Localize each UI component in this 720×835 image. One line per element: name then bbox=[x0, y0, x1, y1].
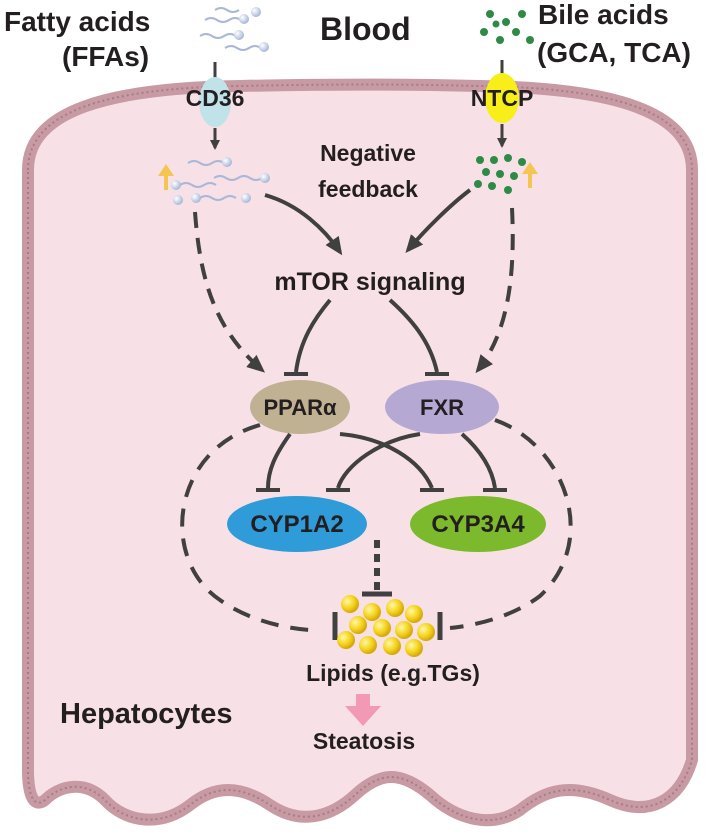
fxr-label: FXR bbox=[420, 395, 464, 420]
cyp3a4-label: CYP3A4 bbox=[431, 511, 525, 538]
steatosis-arrow bbox=[345, 694, 381, 726]
dashed-feedback-loop-right bbox=[449, 418, 573, 630]
negative-feedback-label-line2: feedback bbox=[318, 176, 418, 202]
steatosis-label: Steatosis bbox=[313, 728, 415, 754]
mtor-signaling-label: mTOR signaling bbox=[274, 268, 465, 296]
dashed-feedback-loop-left bbox=[180, 423, 311, 632]
cyp1a2-node bbox=[227, 496, 367, 552]
mtor-inhibits-ppara bbox=[294, 298, 332, 373]
cyp1a2-label: CYP1A2 bbox=[250, 511, 343, 538]
fxr-node bbox=[385, 380, 499, 434]
bile-acid-increase-arrow bbox=[522, 162, 538, 188]
bile-to-mtor-arrow bbox=[405, 188, 472, 254]
fatty-acids-label-line1: Fatty acids bbox=[4, 6, 150, 37]
cyp3a4-node bbox=[410, 496, 546, 552]
lipid-droplets bbox=[337, 595, 435, 657]
ffa-molecules-blood bbox=[199, 7, 269, 52]
ffa-to-ppara-dashed-arrow bbox=[193, 211, 266, 373]
bile-to-fxr-dashed-arrow bbox=[475, 207, 515, 374]
ffa-increase-arrow bbox=[158, 164, 174, 190]
negative-feedback-label-line1: Negative bbox=[320, 140, 416, 166]
cd36-transporter bbox=[199, 77, 231, 127]
mtor-inhibits-fxr bbox=[388, 298, 439, 373]
hepatocyte-membrane-inner bbox=[27, 83, 693, 822]
bile-acids-label-line1: Bile acids bbox=[538, 0, 669, 30]
lipids-label: Lipids (e.g.TGs) bbox=[306, 660, 480, 686]
ppara-node bbox=[250, 380, 350, 434]
bile-acids-label-line2: (GCA, TCA) bbox=[537, 37, 691, 68]
ppara-inhibits-cyp3a4 bbox=[339, 432, 434, 489]
ppara-inhibits-cyp1a2 bbox=[266, 432, 292, 489]
fxr-inhibits-cyp1a2 bbox=[336, 432, 421, 489]
ntcp-transporter bbox=[485, 73, 519, 123]
cd36-label: CD36 bbox=[186, 85, 245, 111]
ffa-molecules-cell bbox=[171, 157, 270, 205]
ffa-to-mtor-arrow bbox=[264, 193, 343, 256]
hepatocytes-label: Hepatocytes bbox=[60, 698, 232, 730]
bile-acid-dots-blood bbox=[480, 10, 534, 44]
ppara-label: PPARα bbox=[263, 395, 336, 420]
blood-label: Blood bbox=[320, 11, 411, 47]
ntcp-label: NTCP bbox=[471, 85, 534, 111]
bile-acid-dots-cell bbox=[474, 154, 526, 194]
fatty-acids-label-line2: (FFAs) bbox=[62, 41, 149, 72]
fxr-inhibits-cyp3a4 bbox=[460, 432, 497, 489]
